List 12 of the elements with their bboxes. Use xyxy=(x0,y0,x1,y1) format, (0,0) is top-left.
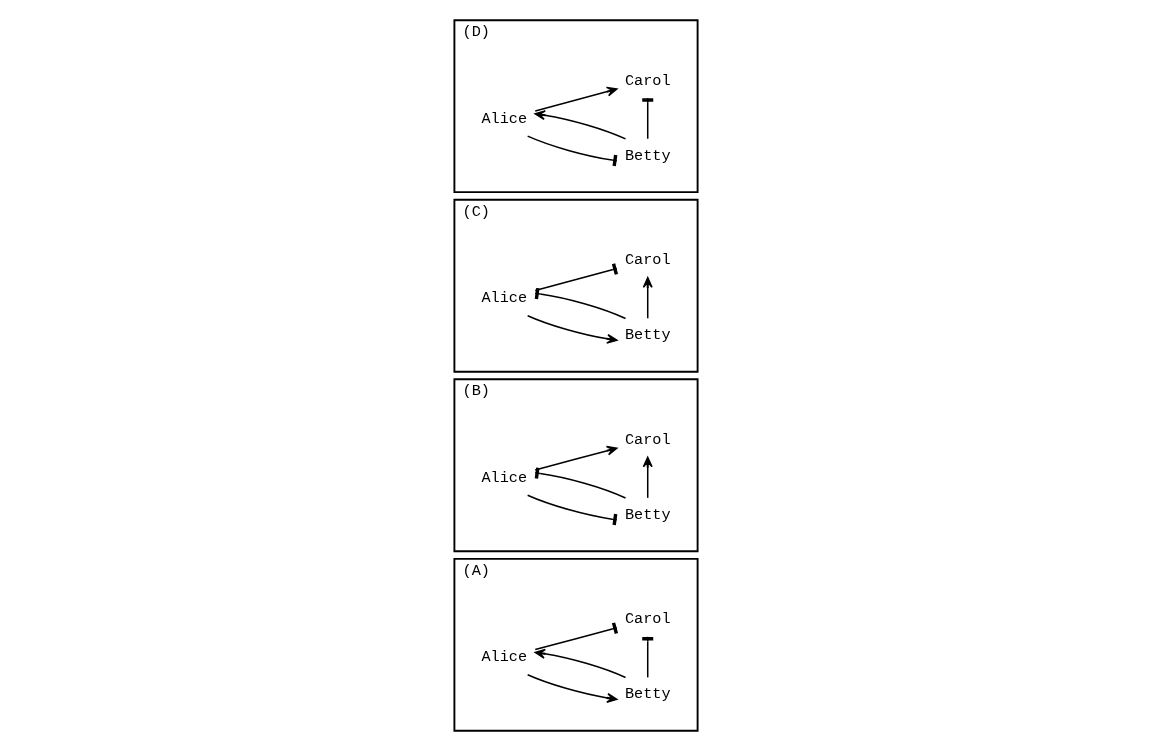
node-text: Alice xyxy=(481,109,528,128)
node-text: Betty xyxy=(624,146,671,165)
node-text: Carol xyxy=(624,251,671,270)
node-text: Carol xyxy=(624,71,671,90)
node-text: Carol xyxy=(624,430,671,449)
node-text: Alice xyxy=(481,648,528,667)
node-text: Betty xyxy=(624,685,671,704)
node-text: Betty xyxy=(624,505,671,524)
node-text: Alice xyxy=(481,289,528,308)
node-text: Carol xyxy=(624,610,671,629)
node-text: Alice xyxy=(481,468,528,487)
node-text: Betty xyxy=(624,326,671,345)
